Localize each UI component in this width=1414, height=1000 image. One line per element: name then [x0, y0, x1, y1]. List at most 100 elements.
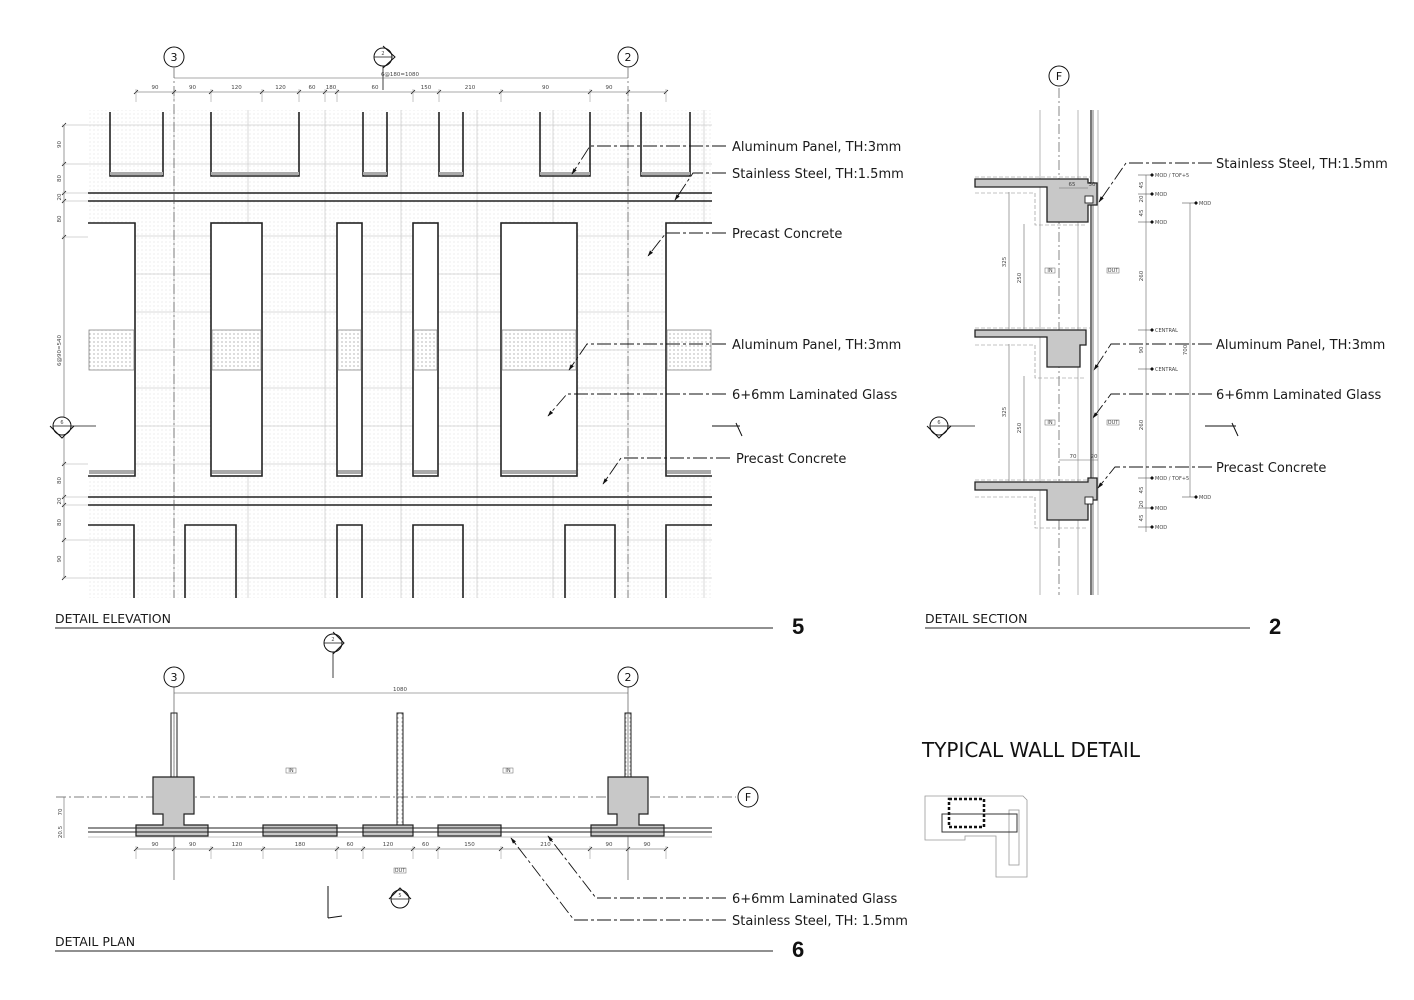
- elevation-title: DETAIL ELEVATION: [55, 611, 171, 626]
- dimension-label: 20: [57, 497, 63, 504]
- plan-number: 6: [792, 937, 804, 962]
- dimension-label: 120: [231, 85, 242, 91]
- svg-text:70: 70: [1070, 454, 1077, 460]
- dimension-label: 120: [232, 842, 243, 848]
- tag-in-lower: IN: [1044, 419, 1056, 426]
- svg-text:45: 45: [1139, 181, 1145, 188]
- section-number: 2: [1269, 614, 1281, 639]
- svg-text:F: F: [1056, 70, 1062, 83]
- dimension-label: 90: [57, 141, 63, 148]
- svg-text:2: 2: [331, 637, 334, 643]
- svg-text:325: 325: [1002, 406, 1008, 417]
- dimension-label: 80: [57, 519, 63, 526]
- level-marker-label: MOD: [1155, 506, 1167, 512]
- key-plan-highlight: [947, 797, 986, 829]
- svg-text:6: 6: [60, 420, 63, 426]
- dimension-label: 90: [189, 85, 196, 91]
- steel-band-top: [88, 192, 712, 202]
- dimension-label: 150: [421, 85, 432, 91]
- svg-text:6: 6: [937, 420, 940, 426]
- dimension-label: 180: [295, 842, 306, 848]
- label-precast-concrete-1: Precast Concrete: [732, 227, 842, 242]
- elevation-side-dimensions: 90 80 20 80 6@90=540 80 20 80 90: [57, 122, 88, 581]
- dimension-label: 60: [309, 85, 316, 91]
- tag-in-upper: IN: [1044, 267, 1056, 274]
- svg-text:45: 45: [1139, 514, 1145, 521]
- sheet-title: TYPICAL WALL DETAIL: [921, 738, 1141, 762]
- dimension-label: 80: [57, 175, 63, 182]
- dimension-label: 80: [57, 215, 63, 222]
- section-marker-top: 2: [373, 45, 396, 90]
- plan-columns: [135, 776, 665, 837]
- dimension-label: 60: [422, 842, 429, 848]
- aluminum-band: [88, 329, 712, 371]
- svg-text:IN: IN: [288, 768, 293, 774]
- svg-text:20: 20: [1139, 500, 1145, 507]
- svg-text:3: 3: [171, 51, 178, 64]
- svg-text:250: 250: [1017, 422, 1023, 433]
- detail-plan: 3 2 F 2 5 1080: [55, 631, 908, 962]
- dimension-label: 90: [57, 555, 63, 562]
- label-stainless-steel: Stainless Steel, TH: 1.5mm: [732, 914, 908, 929]
- dimension-label: 60: [372, 85, 379, 91]
- level-marker-label: MOD / TOF+5: [1155, 173, 1189, 179]
- grid-bubble-3: 3: [163, 46, 185, 68]
- svg-text:5: 5: [398, 893, 401, 899]
- dimension-label: 180: [326, 85, 337, 91]
- plan-tag-in-1: IN: [285, 767, 297, 774]
- svg-text:20: 20: [1139, 195, 1145, 202]
- level-marker-label: MOD: [1155, 525, 1167, 531]
- section-title: DETAIL SECTION: [925, 611, 1027, 626]
- dimension-label: 210: [465, 85, 476, 91]
- svg-text:F: F: [745, 791, 751, 804]
- svg-text:65: 65: [1069, 182, 1076, 188]
- dimension-label: 90: [152, 85, 159, 91]
- dimension-label: 90: [644, 842, 651, 848]
- level-marker-label: MOD / TOF+5: [1155, 476, 1189, 482]
- grid-bubble-2: 2: [617, 46, 639, 68]
- dimension-label: 20: [57, 193, 63, 200]
- svg-text:70: 70: [58, 808, 64, 815]
- dimension-label: 90: [606, 85, 613, 91]
- dimension-label: 120: [275, 85, 286, 91]
- plan-grid-bubble-f: F: [737, 786, 759, 808]
- svg-text:20: 20: [1091, 454, 1098, 460]
- section-cut-mark-right: [712, 422, 743, 437]
- dimension-label: 90: [189, 842, 196, 848]
- level-marker-label: CENTRAL: [1155, 367, 1178, 373]
- tag-out-lower: OUT: [1106, 419, 1120, 426]
- label-laminated-glass: 6+6mm Laminated Glass: [732, 388, 897, 403]
- plan-section-marker-bottom: 5: [388, 887, 412, 909]
- typical-wall-detail: TYPICAL WALL DETAIL: [921, 738, 1141, 878]
- svg-text:90: 90: [1139, 346, 1145, 353]
- detail-section: F 325 250 32: [925, 65, 1388, 639]
- svg-text:IN: IN: [1047, 420, 1052, 426]
- level-marker-label: CENTRAL: [1155, 328, 1178, 334]
- label-aluminum-panel: Aluminum Panel, TH:3mm: [1216, 338, 1385, 353]
- bottom-panels: [88, 524, 712, 598]
- plan-section-marker-top: 2: [323, 631, 345, 678]
- steel-band-bottom: [88, 496, 712, 506]
- dimension-label: 150: [464, 842, 475, 848]
- level-marker-label: MOD: [1155, 220, 1167, 226]
- level-marker-label: MOD: [1155, 192, 1167, 198]
- svg-text:2: 2: [625, 671, 632, 684]
- svg-text:250: 250: [1017, 272, 1023, 283]
- label-precast-concrete: Precast Concrete: [1216, 461, 1326, 476]
- svg-text:700: 700: [1183, 344, 1189, 355]
- plan-tag-out: OUT: [393, 867, 406, 874]
- elevation-number: 5: [792, 614, 804, 639]
- dimension-label: 80: [57, 477, 63, 484]
- svg-text:260: 260: [1139, 419, 1145, 430]
- tag-out-upper: OUT: [1106, 267, 1119, 274]
- svg-text:IN: IN: [1047, 268, 1052, 274]
- dimension-label: 60: [347, 842, 354, 848]
- svg-text:IN: IN: [505, 768, 510, 774]
- svg-text:OUT: OUT: [1108, 420, 1120, 426]
- dimension-label: 6@90=540: [57, 334, 63, 366]
- svg-text:45: 45: [1139, 209, 1145, 216]
